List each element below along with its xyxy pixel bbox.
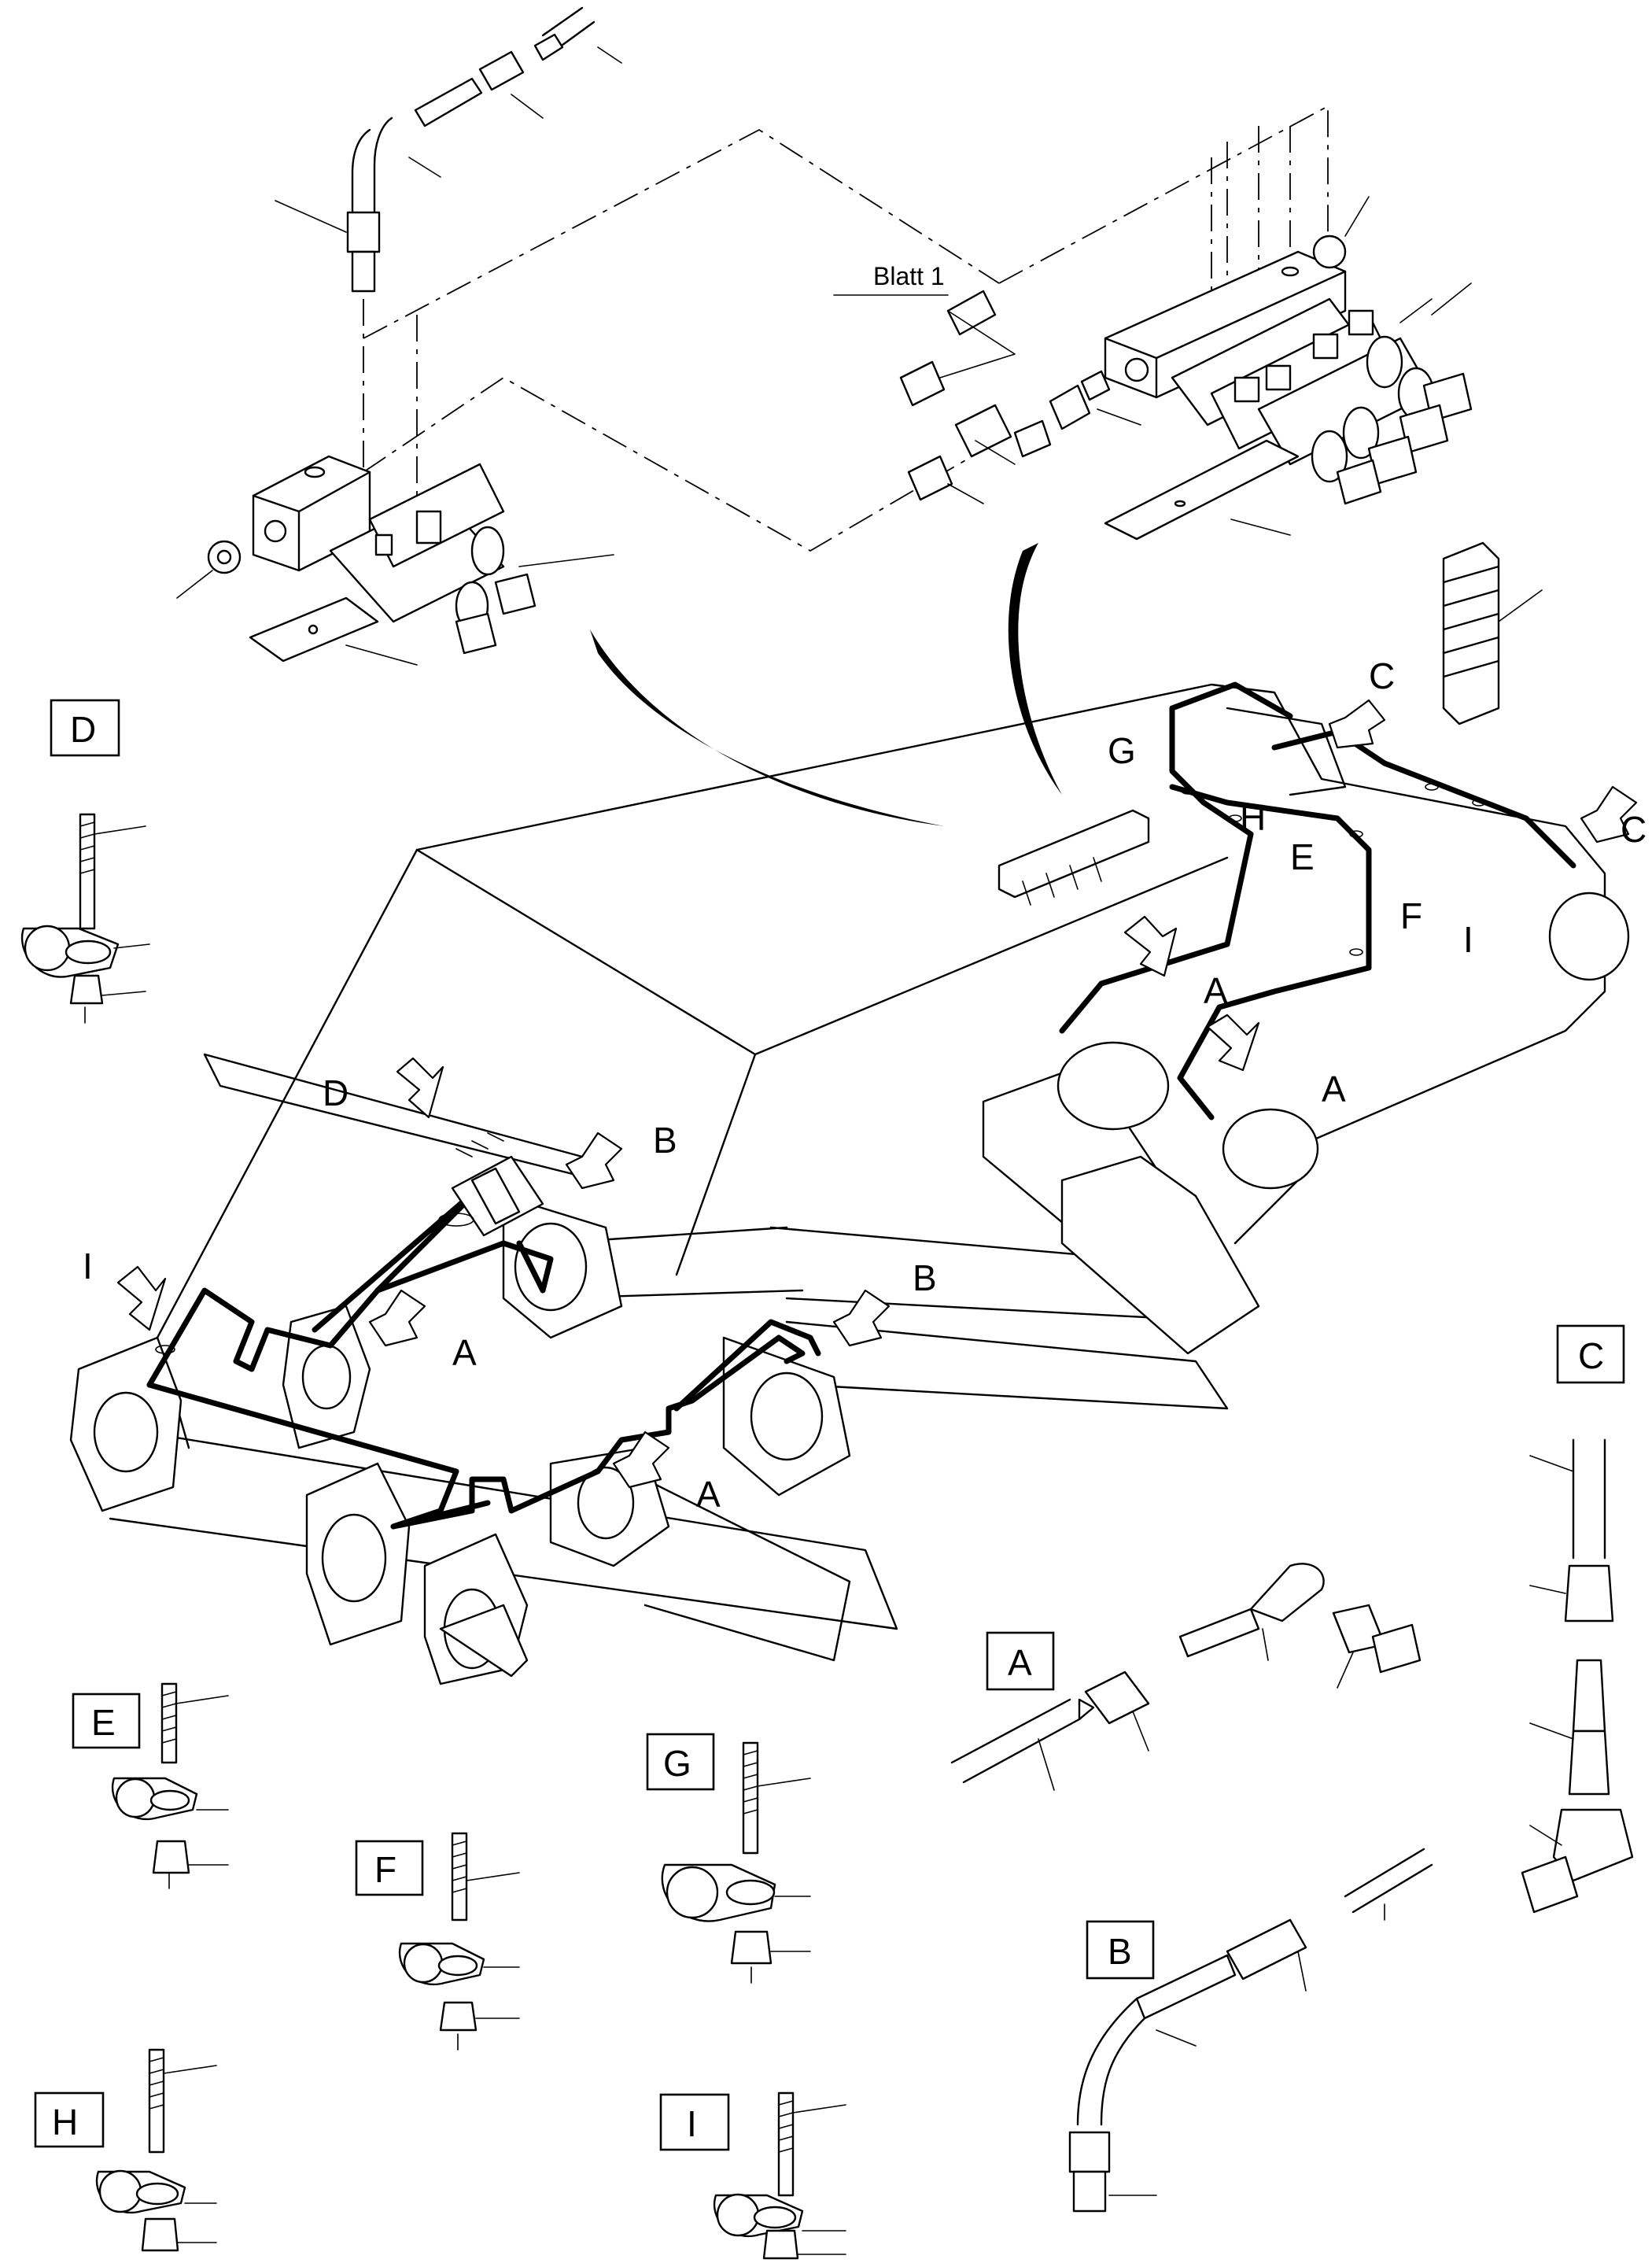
- letter-F: F: [1400, 895, 1422, 936]
- electrical-connector: [438, 1132, 544, 1237]
- detail-C: C: [1521, 1324, 1634, 1914]
- letter-A-lower: A: [696, 1474, 721, 1515]
- detail-C-label: C: [1578, 1335, 1604, 1376]
- detail-I: I: [659, 2091, 846, 2260]
- detail-D: D: [20, 699, 150, 1024]
- boom-assembly: [69, 683, 1630, 1685]
- letter-A-upper: A: [1204, 970, 1228, 1011]
- main-view-letters: C C G H E F I A A B B D I A A: [83, 655, 1646, 1515]
- callout-arrows: [116, 699, 1638, 1489]
- letter-A-left: A: [452, 1332, 477, 1373]
- detail-G: G: [646, 1733, 811, 1984]
- detail-H-label: H: [52, 2102, 78, 2143]
- detail-B: B: [1068, 1848, 1433, 2213]
- letter-C-right: C: [1621, 809, 1646, 850]
- letter-B-left: B: [653, 1120, 677, 1161]
- top-right-distributor-assembly: Blatt 1: [833, 105, 1543, 725]
- detail-E: E: [72, 1682, 229, 1889]
- boom-distributor: [997, 809, 1150, 906]
- detail-B-label: B: [1108, 1931, 1132, 1972]
- letter-C-top: C: [1369, 655, 1395, 696]
- blatt-reference-label: Blatt 1: [873, 262, 945, 290]
- detail-A: A: [950, 1563, 1422, 1791]
- curved-arrow-right: [1008, 543, 1062, 795]
- letter-G: G: [1108, 730, 1136, 771]
- letter-I-right: I: [1463, 919, 1473, 960]
- letter-A-middle: A: [1322, 1069, 1346, 1109]
- detail-I-label: I: [687, 2103, 697, 2144]
- top-left-distributor-assembly: [176, 6, 1000, 666]
- detail-A-label: A: [1008, 1642, 1032, 1683]
- detail-E-label: E: [91, 1702, 116, 1743]
- detail-G-label: G: [663, 1743, 691, 1784]
- detail-D-label: D: [70, 709, 96, 750]
- curved-arrow-left: [590, 629, 944, 826]
- letter-B-right: B: [913, 1257, 937, 1298]
- letter-E: E: [1290, 836, 1315, 877]
- hose-routing: [146, 681, 1576, 1530]
- letter-H: H: [1240, 797, 1266, 838]
- detail-H: H: [34, 2048, 217, 2252]
- detail-F: F: [355, 1832, 520, 2051]
- detail-F-label: F: [374, 1849, 396, 1890]
- letter-I-left: I: [83, 1246, 93, 1287]
- letter-D: D: [323, 1072, 348, 1113]
